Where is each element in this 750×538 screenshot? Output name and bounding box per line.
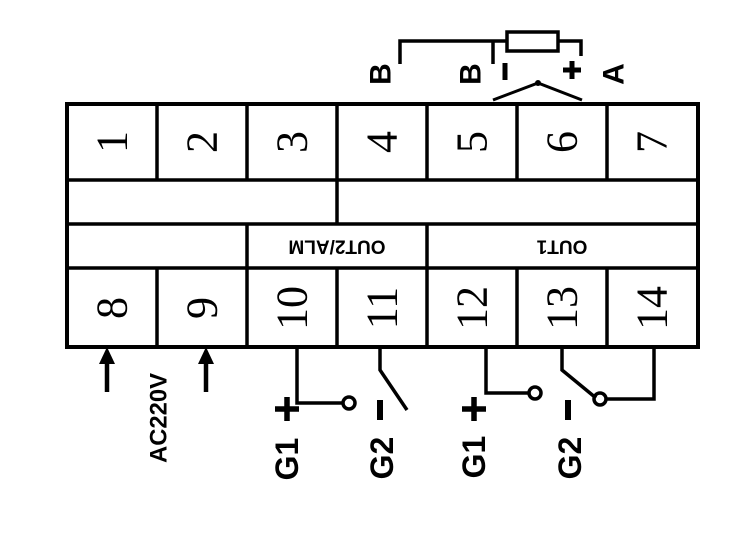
terminal-6: 6 [538,131,587,153]
plus-icon [563,61,581,79]
plus-icon [275,397,299,421]
plus-icon [462,397,486,421]
terminal-9: 9 [178,297,227,319]
resistor-icon [505,30,560,53]
top-terminal-numbers: 1 2 3 4 5 6 7 [88,131,677,153]
terminal-5: 5 [448,131,497,153]
label-b-left: B [365,63,398,85]
terminal-block [65,102,700,349]
label-g1-out1: G1 [456,436,492,479]
terminal-1: 1 [88,131,137,153]
terminal-4: 4 [358,131,407,153]
terminal-2: 2 [178,131,227,153]
section-label-out2-alm: OUT2/ALM [288,236,385,257]
contact-icon [527,385,543,401]
sensor-wiring [398,30,583,102]
power-input [99,347,214,392]
terminal-13: 13 [538,286,587,330]
bottom-terminal-numbers: 8 9 10 11 12 13 14 [88,286,677,330]
out2-switch-wiring [295,347,409,411]
label-g1-out2: G1 [269,438,305,481]
terminal-12: 12 [448,286,497,330]
label-b-right: B [455,63,488,85]
arrow-up-icon [198,347,214,392]
contact-icon [341,395,357,411]
label-g2-out2: G2 [364,437,400,480]
terminal-3: 3 [268,131,317,153]
terminal-10: 10 [268,286,317,330]
label-a: A [598,63,631,85]
arrow-up-icon [99,347,115,392]
contact-icon [592,391,608,407]
label-ac220v: AC220V [146,373,173,463]
out1-switch-wiring [484,347,656,407]
terminal-8: 8 [88,297,137,319]
terminal-11: 11 [358,287,407,329]
terminal-14: 14 [628,286,677,330]
section-label-out1: OUT1 [536,236,587,257]
label-g2-out1: G2 [552,437,588,480]
terminal-7: 7 [628,131,677,153]
